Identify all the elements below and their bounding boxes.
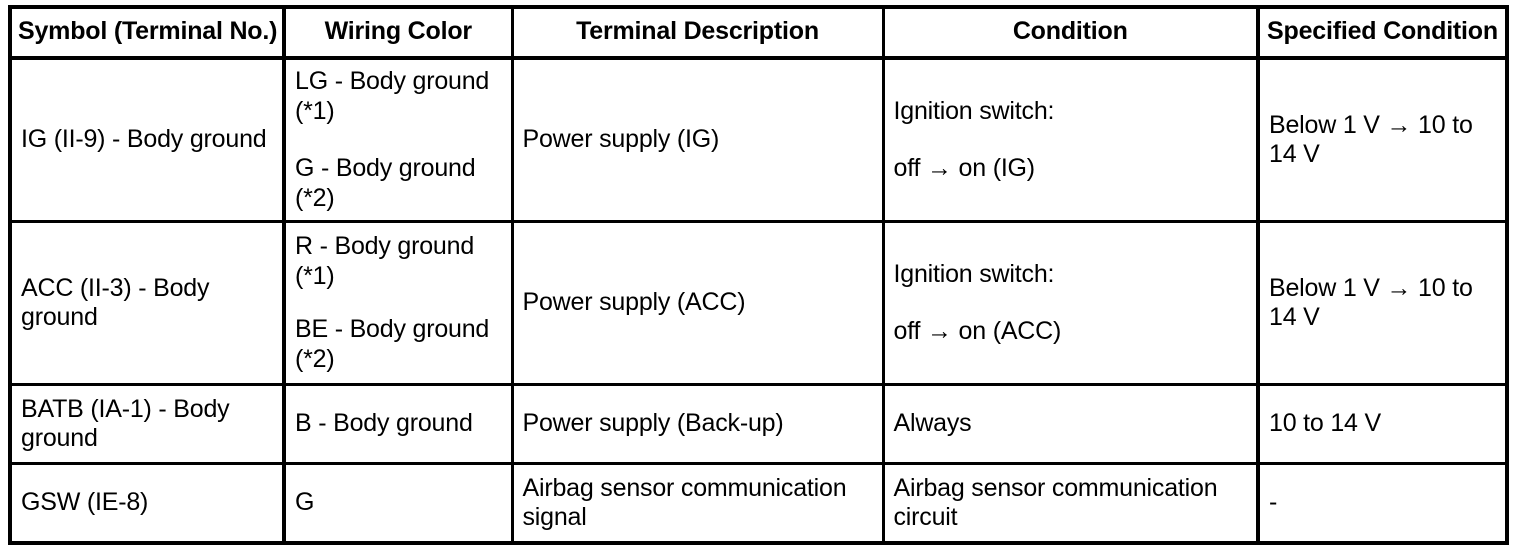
cell-condition: Airbag sensor communication circuit [883, 463, 1260, 543]
table-header-row: Symbol (Terminal No.) Wiring Color Termi… [10, 7, 1507, 60]
cell-symbol: IG (II-9) - Body ground [10, 58, 286, 223]
table-row: IG (II-9) - Body ground LG - Body ground… [10, 58, 1507, 223]
cell-wiring-color: B - Body ground [284, 384, 514, 465]
wiring-color-primary: LG - Body ground (*1) [295, 67, 490, 125]
column-header-symbol: Symbol (Terminal No.) [10, 7, 286, 60]
wiring-color-secondary: G - Body ground (*2) [295, 154, 476, 212]
cell-condition: Ignition switch: off → on (ACC) [883, 221, 1260, 386]
cell-specified-condition: - [1269, 488, 1278, 517]
column-header-terminal-description: Terminal Description [512, 7, 885, 60]
cell-terminal-description: Power supply (ACC) [512, 221, 885, 386]
cell-wiring-color: R - Body ground (*1) BE - Body ground (*… [284, 221, 514, 386]
condition-label: Ignition switch: [893, 96, 1055, 125]
table-row: GSW (IE-8) G Airbag sensor communication… [10, 463, 1507, 543]
cell-condition: Always [883, 384, 1260, 465]
column-header-wiring-color: Wiring Color [284, 7, 514, 60]
cell-symbol: ACC (II-3) - Body ground [10, 221, 286, 386]
cell-wiring-color: LG - Body ground (*1) G - Body ground (*… [284, 58, 514, 223]
cell-terminal-description: Airbag sensor communication signal [512, 463, 885, 543]
wiring-color-primary: R - Body ground (*1) [295, 232, 475, 290]
cell-terminal-description: Power supply (Back-up) [512, 384, 885, 465]
column-header-condition: Condition [883, 7, 1260, 60]
cell-symbol: GSW (IE-8) [10, 463, 286, 543]
terminal-specification-table: Symbol (Terminal No.) Wiring Color Termi… [8, 5, 1509, 545]
cell-terminal-description: Power supply (IG) [512, 58, 885, 223]
cell-specified-condition: Below 1 V → 10 to 14 V [1258, 221, 1507, 386]
table-row: BATB (IA-1) - Body ground B - Body groun… [10, 384, 1507, 465]
condition-transition: off → on (ACC) [893, 317, 1062, 345]
cell-condition: Ignition switch: off → on (IG) [883, 58, 1260, 223]
condition-label: Ignition switch: [893, 259, 1055, 288]
condition-transition: off → on (IG) [893, 154, 1036, 182]
cell-symbol: BATB (IA-1) - Body ground [10, 384, 286, 465]
wiring-color-secondary: BE - Body ground (*2) [295, 315, 490, 373]
cell-specified-condition: Below 1 V → 10 to 14 V [1258, 58, 1507, 223]
cell-specified-condition: 10 to 14 V [1258, 384, 1507, 465]
column-header-specified-condition: Specified Condition [1258, 7, 1507, 60]
cell-wiring-color: G [284, 463, 514, 543]
table-row: ACC (II-3) - Body ground R - Body ground… [10, 221, 1507, 386]
